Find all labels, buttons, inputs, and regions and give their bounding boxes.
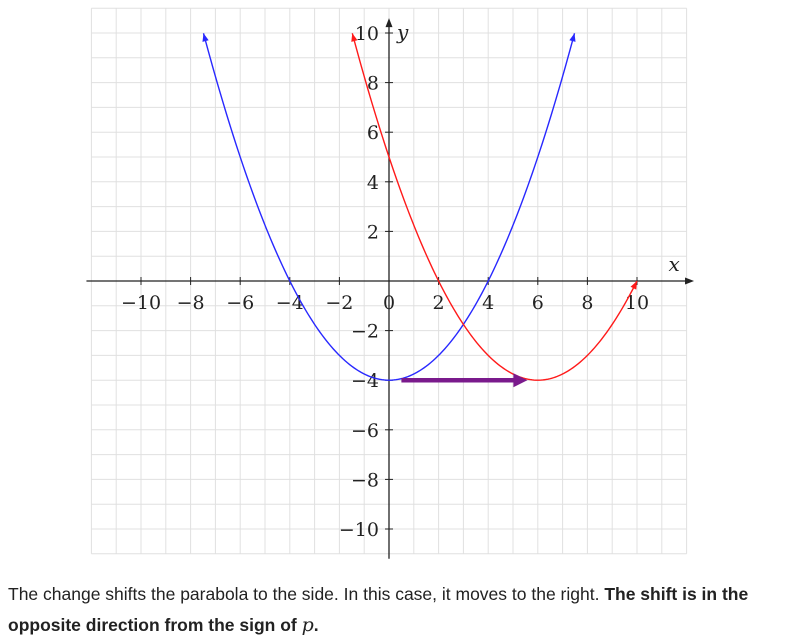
caption: The change shifts the parabola to the si… xyxy=(8,579,778,641)
y-tick-label: −10 xyxy=(339,519,379,541)
x-tick-label: −2 xyxy=(325,292,353,314)
x-tick-label: −4 xyxy=(276,292,304,314)
x-axis-label: x xyxy=(669,252,680,276)
shift-arrow-head xyxy=(513,373,528,388)
y-tick-label: −6 xyxy=(351,420,379,442)
parabola-original xyxy=(202,33,576,381)
y-tick-label: −2 xyxy=(351,321,379,343)
x-tick-label: 10 xyxy=(625,292,649,314)
x-tick-label: −10 xyxy=(121,292,161,314)
x-tick-label: 0 xyxy=(383,292,395,314)
y-tick-label: 8 xyxy=(367,73,379,95)
curve-end-arrow xyxy=(630,281,637,290)
y-axis-arrow xyxy=(385,18,393,28)
x-tick-label: −6 xyxy=(226,292,254,314)
x-axis-arrow xyxy=(685,277,695,285)
caption-bold: The shift is in the opposite direction f… xyxy=(8,584,749,636)
caption-bold-text: The shift is in the opposite direction f… xyxy=(8,584,749,635)
x-tick-label: 4 xyxy=(482,292,494,314)
axes xyxy=(86,18,695,559)
y-tick-label: −4 xyxy=(351,370,379,392)
curve-end-arrow xyxy=(351,33,358,42)
y-tick-label: 10 xyxy=(355,23,379,45)
caption-end: . xyxy=(313,615,319,635)
y-tick-label: 6 xyxy=(367,122,379,144)
y-tick-label: 4 xyxy=(367,172,379,194)
caption-variable: p xyxy=(301,614,314,636)
curve-end-arrow xyxy=(569,33,576,42)
x-tick-label: 8 xyxy=(581,292,593,314)
x-tick-label: 2 xyxy=(433,292,445,314)
y-axis-label: y xyxy=(396,20,409,44)
annotation xyxy=(401,373,528,388)
x-tick-label: 6 xyxy=(532,292,544,314)
y-tick-label: −8 xyxy=(351,469,379,491)
x-tick-label: −8 xyxy=(177,292,205,314)
curve-end-arrow xyxy=(202,33,209,42)
curves xyxy=(202,33,638,381)
y-tick-label: 2 xyxy=(367,221,379,243)
parabola-shifted xyxy=(351,33,638,381)
caption-sentence: The change shifts the parabola to the si… xyxy=(8,584,600,604)
